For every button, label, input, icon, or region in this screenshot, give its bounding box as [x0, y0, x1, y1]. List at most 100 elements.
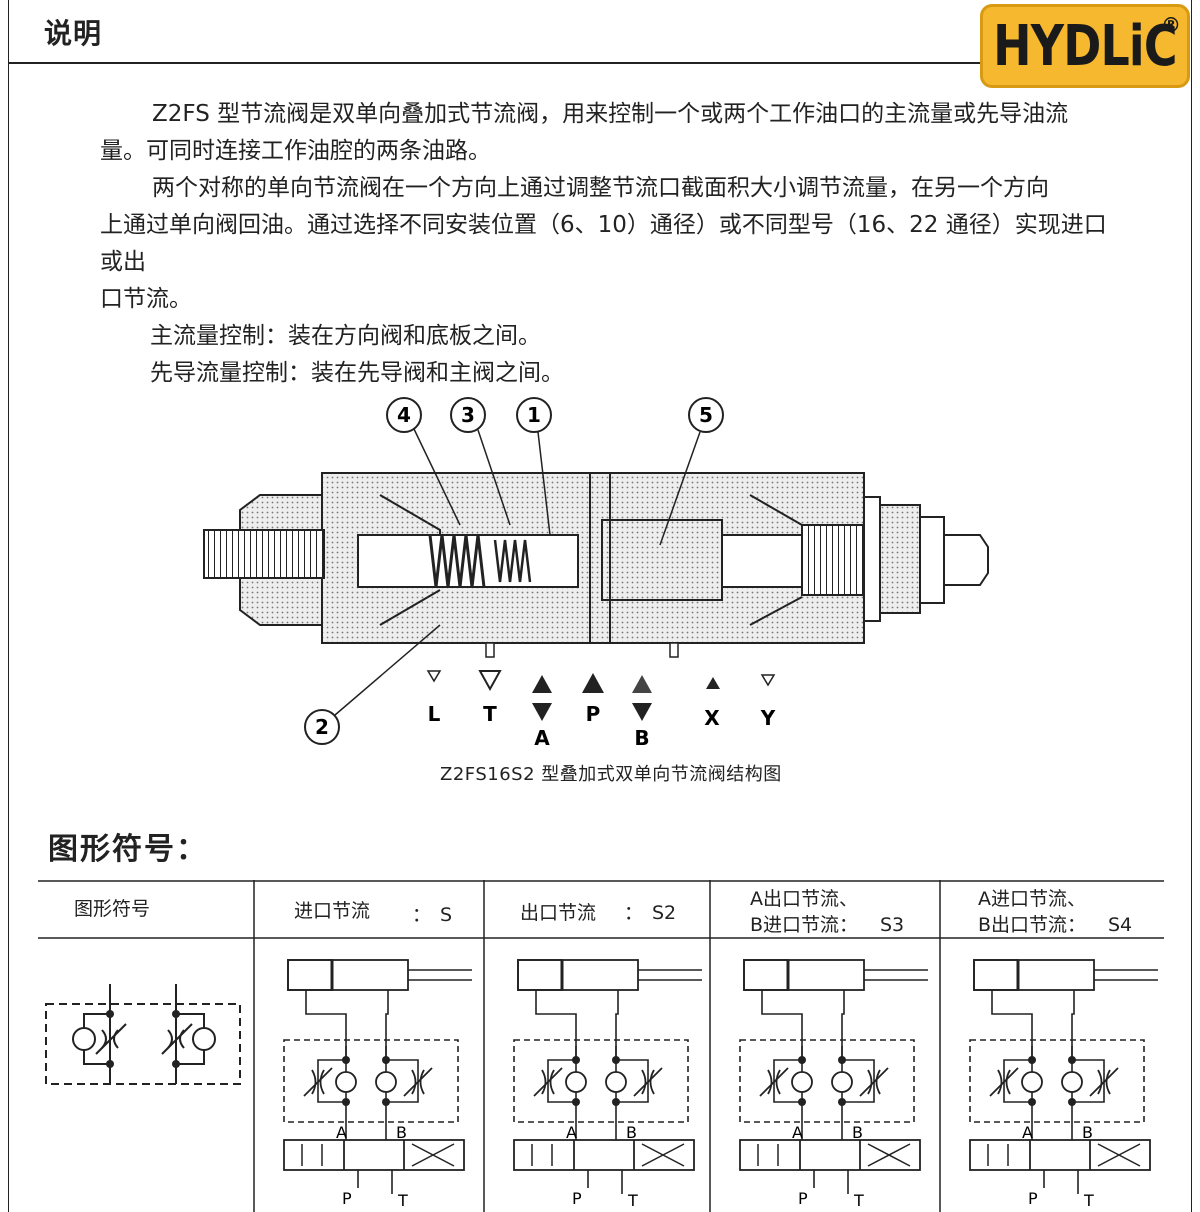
generic-throttle-symbol	[45, 984, 241, 1085]
port-l: L	[426, 670, 442, 726]
registered-mark: ®	[1161, 13, 1181, 37]
subplate-boundary	[283, 1039, 459, 1123]
col-header-s3-line2: B进口节流：	[750, 914, 859, 936]
symbols-table-grid	[38, 880, 1164, 1212]
col-header-symbol: 图形符号	[74, 898, 151, 920]
symbols-title: 图形符号：	[48, 832, 208, 867]
port-a-label: A	[566, 1123, 577, 1142]
col-header-s2-colon: ：	[624, 902, 644, 924]
col-header-s2: 出口节流	[520, 902, 597, 924]
port-p: P	[582, 673, 604, 726]
cylinder-cap	[517, 959, 563, 991]
port-a-label: A	[792, 1123, 803, 1142]
main-flow-control: 主流量控制：装在方向阀和底板之间。	[150, 323, 541, 349]
col-header-s4-line2: B出口节流：	[978, 914, 1087, 936]
directional-valve	[283, 1139, 465, 1171]
port-t-label: T	[1083, 1191, 1094, 1208]
cylinder-cap	[973, 959, 1019, 991]
directional-valve	[513, 1139, 695, 1171]
port-l-label: L	[428, 702, 441, 726]
check-ball	[335, 1071, 357, 1093]
callout-3-label: 3	[461, 403, 475, 427]
circuit-s3: A B P T	[739, 959, 928, 1208]
port-t-label: T	[397, 1191, 408, 1208]
port-t-label: T	[627, 1191, 638, 1208]
port-a: A	[532, 675, 552, 750]
col-header-s4-code: S4	[1108, 914, 1133, 936]
header-rule	[8, 62, 980, 64]
port-p-label: P	[1028, 1189, 1038, 1208]
col-header-s2-code: S2	[652, 902, 677, 924]
symbols-table: 图形符号 进口节流 ： S 出口节流 ： S2 A出口节流、 B进口节流： S3…	[38, 880, 1164, 1212]
callout-2-label: 2	[315, 715, 329, 739]
hydlic-logo: HYDLiC ®	[980, 4, 1190, 88]
check-ball	[565, 1071, 587, 1093]
valve-section-drawing: 4 3 1 5 2 L T A P B	[203, 397, 989, 750]
port-p-label: P	[798, 1189, 808, 1208]
col-header-s4-line1: A进口节流、	[978, 888, 1086, 910]
port-t: T	[478, 670, 502, 726]
col-header-s-code: S	[440, 904, 453, 926]
callout-3: 3	[450, 397, 511, 526]
intro-para1-line1: Z2FS 型节流阀是双单向叠加式节流阀，用来控制一个或两个工作油口的主流量或先导…	[152, 101, 1069, 127]
valve-body	[203, 472, 989, 658]
port-a-label: A	[1022, 1123, 1033, 1142]
circuit-s4: A B P T	[969, 959, 1158, 1208]
port-y: Y	[760, 674, 776, 730]
cylinder-body	[517, 959, 639, 991]
port-b-label: B	[634, 726, 649, 750]
col-header-s3-code: S3	[880, 914, 905, 936]
check-ball	[831, 1071, 853, 1093]
circuit-s2: A B P T	[513, 959, 702, 1208]
port-p-label: P	[572, 1189, 582, 1208]
intro-text: Z2FS 型节流阀是双单向叠加式节流阀，用来控制一个或两个工作油口的主流量或先导…	[100, 96, 1110, 392]
cylinder-cap	[743, 959, 789, 991]
intro-para2-line1: 两个对称的单向节流阀在一个方向上通过调整节流口截面积大小调节流量，在另一个方向	[152, 175, 1049, 201]
port-x: X	[704, 677, 720, 730]
directional-valve	[969, 1139, 1151, 1171]
cylinder-body	[287, 959, 409, 991]
diagram-caption: Z2FS16S2 型叠加式双单向节流阀结构图	[440, 764, 782, 785]
port-x-label: X	[704, 706, 720, 730]
callout-1-label: 1	[527, 403, 541, 427]
port-a-label: A	[534, 726, 550, 750]
port-t-label: T	[483, 702, 497, 726]
port-b-label: B	[852, 1123, 863, 1142]
cylinder-body	[973, 959, 1095, 991]
port-t-label: T	[853, 1191, 864, 1208]
port-y-label: Y	[760, 706, 776, 730]
callout-1: 1	[516, 397, 552, 536]
port-b-label: B	[626, 1123, 637, 1142]
check-ball	[1021, 1071, 1043, 1093]
check-ball	[791, 1071, 813, 1093]
callout-5-label: 5	[699, 403, 713, 427]
callout-2: 2	[304, 624, 441, 745]
pilot-flow-control: 先导流量控制：装在先导阀和主阀之间。	[150, 360, 564, 386]
port-p-label: P	[586, 702, 601, 726]
col-header-s-colon: ：	[412, 904, 432, 926]
cylinder-cap	[287, 959, 333, 991]
port-b: B	[632, 675, 652, 750]
callout-5: 5	[659, 397, 724, 546]
circuit-s: A B P T	[283, 959, 472, 1208]
check-ball	[375, 1071, 397, 1093]
callout-4-label: 4	[397, 403, 411, 427]
logo-wordmark: HYDLiC	[993, 13, 1177, 79]
page-frame	[8, 0, 1192, 1212]
port-b-label: B	[1082, 1123, 1093, 1142]
col-header-s3-line1: A出口节流、	[750, 888, 858, 910]
intro-para2-line3: 口节流。	[100, 286, 192, 312]
port-a-label: A	[336, 1123, 347, 1142]
intro-para2-line2: 上通过单向阀回油。通过选择不同安装位置（6、10）通径）或不同型号（16、22 …	[100, 212, 1107, 275]
callout-4: 4	[386, 397, 461, 526]
port-p-label: P	[342, 1189, 352, 1208]
col-header-s: 进口节流	[294, 900, 371, 922]
check-ball	[1061, 1071, 1083, 1093]
cylinder-body	[743, 959, 865, 991]
subplate-boundary	[969, 1039, 1145, 1123]
subplate-boundary	[739, 1039, 915, 1123]
section-title: 说明	[44, 17, 103, 50]
subplate-boundary	[513, 1039, 689, 1123]
intro-para1-line2: 量。可同时连接工作油腔的两条油路。	[100, 138, 491, 164]
check-ball	[605, 1071, 627, 1093]
